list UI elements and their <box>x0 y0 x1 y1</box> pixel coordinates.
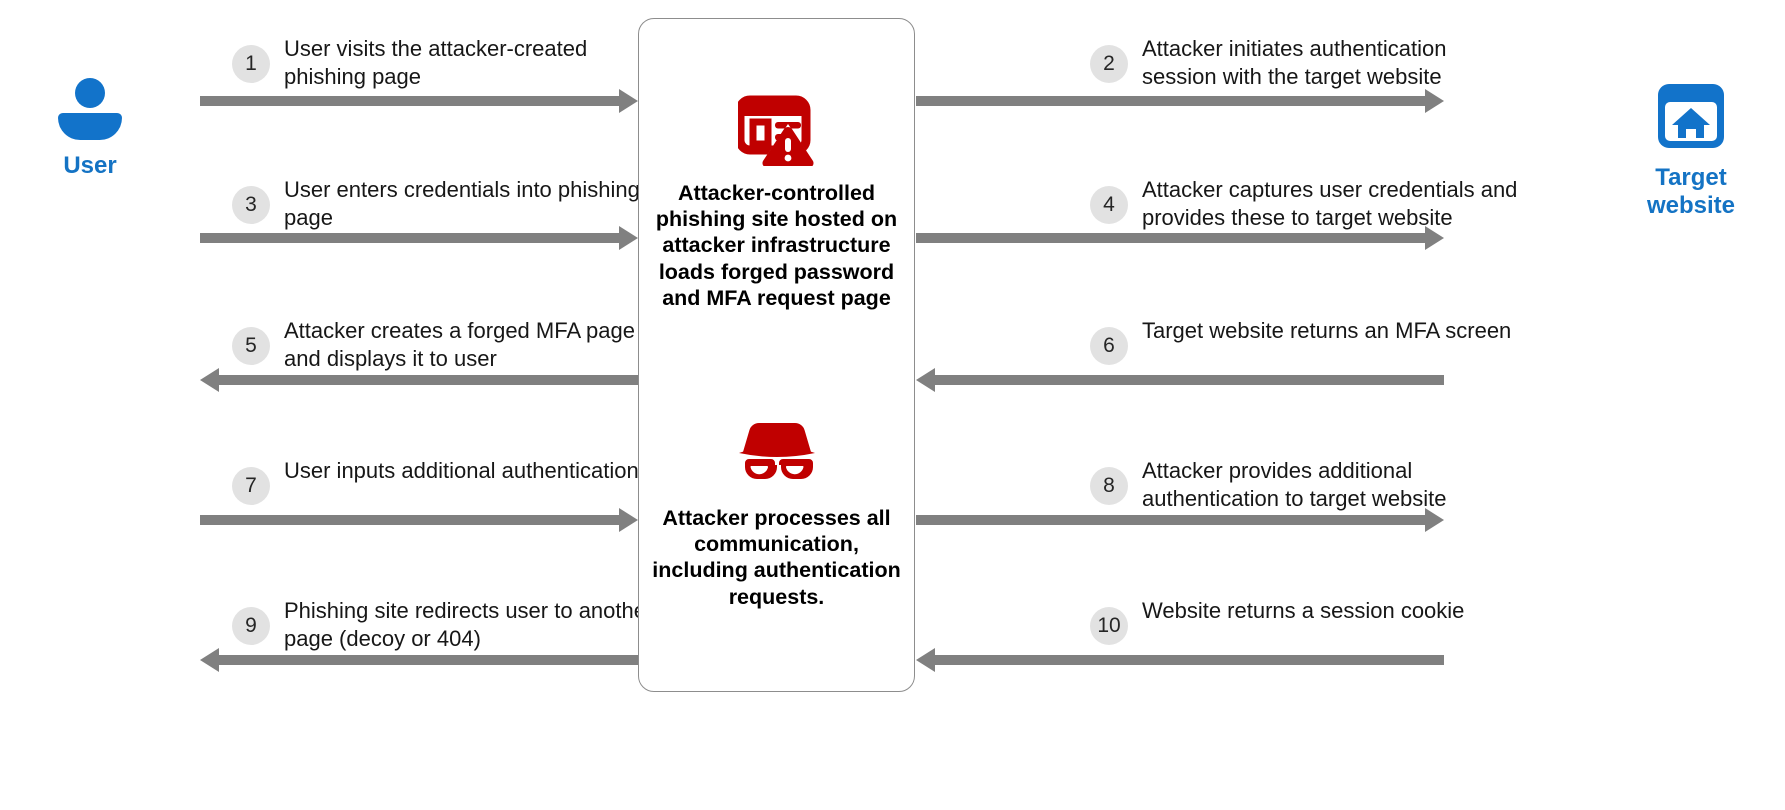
step-number-badge: 1 <box>232 45 270 83</box>
arrowhead-left-icon <box>200 368 219 392</box>
step-item-2: 2 Attacker initiates authentication sess… <box>1090 35 1522 91</box>
step-item-3: 3 User enters credentials into phishing … <box>232 176 674 232</box>
step-label: Attacker provides additional authenticat… <box>1142 458 1447 512</box>
step-item-6: 6 Target website returns an MFA screen <box>1090 317 1522 365</box>
panel-block-attacker-processing: Attacker processes all communication, in… <box>639 419 914 610</box>
step-number-badge: 4 <box>1090 186 1128 224</box>
arrow-step-8 <box>916 508 1444 532</box>
step-number-badge: 7 <box>232 467 270 505</box>
actor-user-label: User <box>63 152 117 179</box>
user-person-icon <box>58 78 122 140</box>
arrow-step-6 <box>916 368 1444 392</box>
arrowhead-right-icon <box>1425 226 1444 250</box>
step-label: User visits the attacker-created phishin… <box>284 36 588 90</box>
arrowhead-right-icon <box>619 508 638 532</box>
arrow-step-10 <box>916 648 1444 672</box>
user-head-shape <box>75 78 105 108</box>
step-number-badge: 5 <box>232 327 270 365</box>
actor-target-label-line2: website <box>1646 191 1736 219</box>
step-item-5: 5 Attacker creates a forged MFA page and… <box>232 317 674 373</box>
step-label: Attacker initiates authentication sessio… <box>1142 36 1447 90</box>
arrowhead-left-icon <box>916 368 935 392</box>
step-label: Phishing site redirects user to another … <box>284 598 654 652</box>
browser-home-icon <box>1655 80 1727 152</box>
step-label: Website returns a session cookie <box>1142 598 1465 623</box>
arrow-step-7 <box>200 508 638 532</box>
arrowhead-right-icon <box>1425 508 1444 532</box>
step-number-badge: 9 <box>232 607 270 645</box>
step-item-1: 1 User visits the attacker-created phish… <box>232 35 674 91</box>
actor-target-label: Target website <box>1596 164 1785 220</box>
step-number-badge: 8 <box>1090 467 1128 505</box>
arrow-step-2 <box>916 89 1444 113</box>
actor-target-website: Target website <box>1596 80 1785 220</box>
step-number-badge: 3 <box>232 186 270 224</box>
step-number-badge: 10 <box>1090 607 1128 645</box>
step-item-8: 8 Attacker provides additional authentic… <box>1090 457 1522 513</box>
attacker-center-panel: Attacker-controlled phishing site hosted… <box>638 18 915 692</box>
arrowhead-right-icon <box>619 89 638 113</box>
step-label: Attacker creates a forged MFA page and d… <box>284 318 635 372</box>
arrow-step-4 <box>916 226 1444 250</box>
step-label: Target website returns an MFA screen <box>1142 318 1512 343</box>
arrow-step-1 <box>200 89 638 113</box>
panel-block-phishing-site: Attacker-controlled phishing site hosted… <box>639 94 914 311</box>
spy-incognito-icon <box>639 419 914 491</box>
step-label: User enters credentials into phishing pa… <box>284 177 640 231</box>
arrow-step-3 <box>200 226 638 250</box>
step-number-badge: 2 <box>1090 45 1128 83</box>
arrowhead-left-icon <box>916 648 935 672</box>
arrowhead-left-icon <box>200 648 219 672</box>
phishing-page-warning-icon <box>639 94 914 168</box>
step-number-badge: 6 <box>1090 327 1128 365</box>
step-item-4: 4 Attacker captures user credentials and… <box>1090 176 1522 232</box>
arrowhead-right-icon <box>619 226 638 250</box>
user-body-shape <box>58 113 122 140</box>
arrow-step-9 <box>200 648 638 672</box>
step-item-9: 9 Phishing site redirects user to anothe… <box>232 597 674 653</box>
arrowhead-right-icon <box>1425 89 1444 113</box>
actor-user: User <box>0 78 185 180</box>
step-item-10: 10 Website returns a session cookie <box>1090 597 1522 645</box>
panel-text-attacker-processing: Attacker processes all communication, in… <box>652 506 901 609</box>
step-label: User inputs additional authentication <box>284 458 639 483</box>
step-item-7: 7 User inputs additional authentication <box>232 457 674 505</box>
panel-text-phishing-site: Attacker-controlled phishing site hosted… <box>655 181 898 310</box>
actor-target-label-line1: Target <box>1655 164 1727 191</box>
arrow-step-5 <box>200 368 638 392</box>
step-label: Attacker captures user credentials and p… <box>1142 177 1518 231</box>
